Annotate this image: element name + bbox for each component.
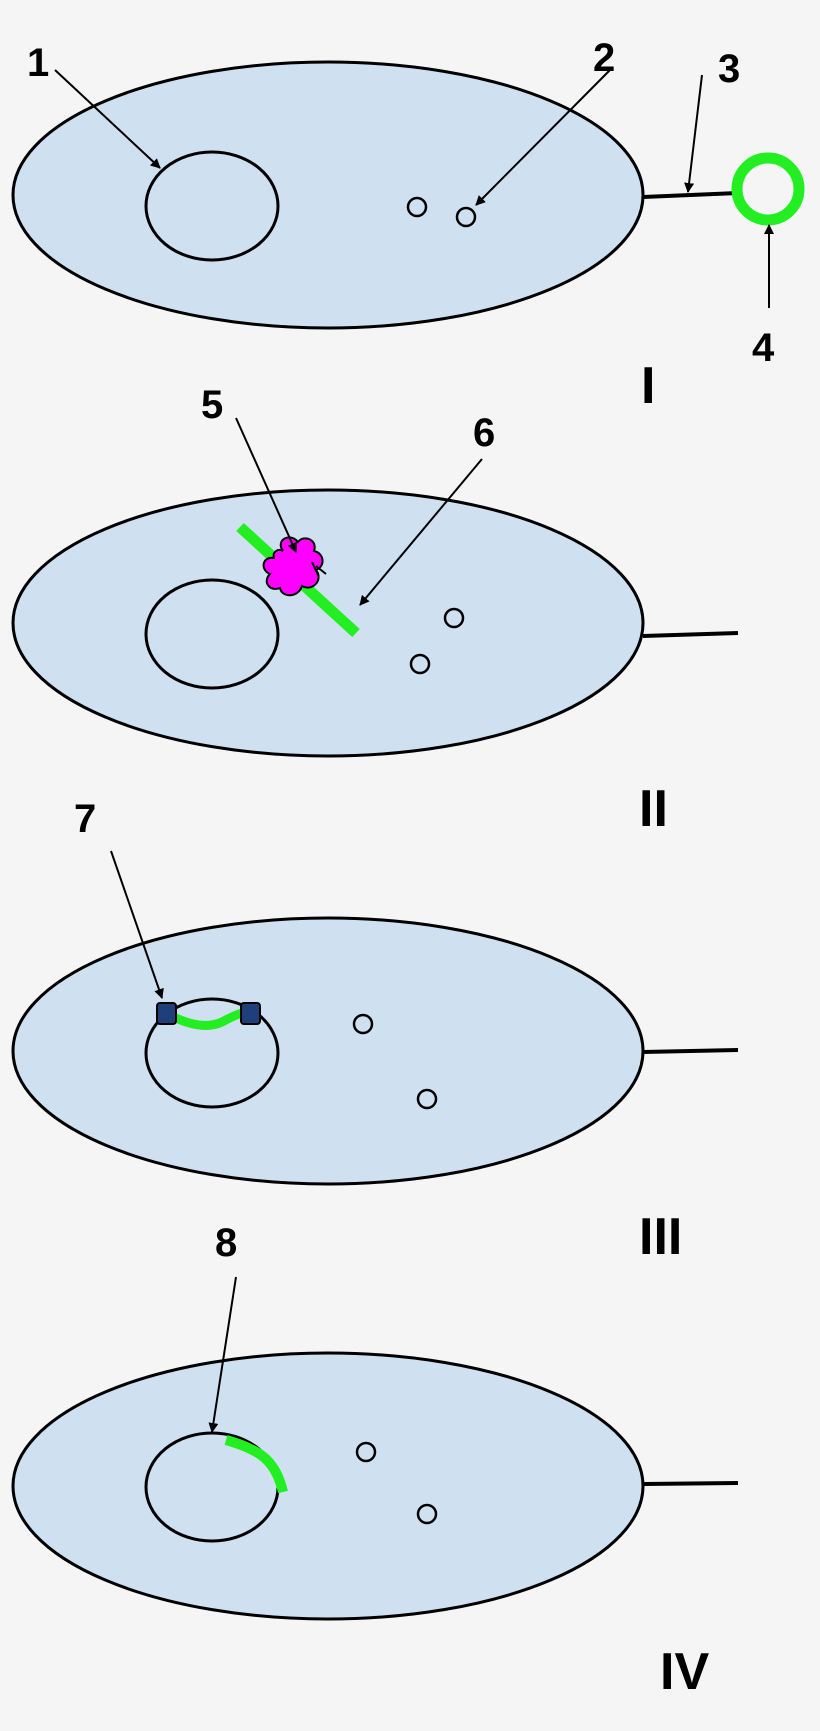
bound-protein-edge: [311, 561, 327, 576]
callout-arrow-2: [475, 69, 611, 206]
callout-label-6: 6: [473, 411, 495, 455]
ribosome: [416, 1503, 438, 1525]
nucleoid: [144, 997, 280, 1109]
ribosome: [443, 607, 465, 629]
callout-label-2: 2: [593, 36, 615, 80]
integrated-prophage: [224, 1435, 288, 1494]
bound-protein: [262, 536, 324, 597]
ribosome: [416, 1088, 438, 1110]
callout-arrow-3: [684, 74, 703, 193]
callout-arrow-8: [208, 1276, 237, 1433]
ribosome: [406, 196, 428, 218]
flagellum: [642, 191, 739, 199]
panel-ii: 5 6 II: [11, 383, 739, 838]
callout-label-4: 4: [752, 326, 775, 370]
panel-label-iv: IV: [660, 1643, 709, 1701]
callout-arrow-1: [54, 69, 161, 169]
integrase-left: [156, 1002, 177, 1025]
callout-label-1: 1: [27, 41, 49, 85]
ribosome: [352, 1013, 374, 1035]
panel-i: 1 2 3 4 I: [11, 36, 805, 415]
cell-body: [11, 60, 645, 330]
flagellum: [642, 1481, 739, 1486]
callout-label-8: 8: [215, 1221, 237, 1265]
callout-label-3: 3: [718, 47, 740, 91]
callout-arrow-7: [110, 850, 164, 999]
cell-body: [11, 916, 645, 1186]
callout-arrow-5: [235, 417, 297, 553]
ribosome: [355, 1441, 377, 1463]
flagellum: [642, 631, 739, 638]
callout-label-7: 7: [74, 797, 96, 841]
callout-arrow-6: [359, 458, 483, 606]
panel-iii: 7 III: [11, 797, 739, 1266]
ribosome: [455, 206, 477, 228]
callout-label-5: 5: [201, 383, 223, 427]
cell-body: [11, 488, 645, 758]
ribosome: [409, 653, 431, 675]
panel-label-iii: III: [639, 1208, 682, 1266]
panel-label-i: I: [641, 357, 655, 415]
cell-body: [11, 1351, 645, 1621]
panel-label-ii: II: [639, 780, 668, 838]
integrase-right: [240, 1002, 261, 1025]
panel-iv: 8 IV: [11, 1221, 739, 1701]
flagellum: [642, 1048, 739, 1054]
phage-ring: [731, 152, 805, 226]
nucleoid: [144, 150, 280, 262]
nucleoid: [144, 578, 280, 690]
